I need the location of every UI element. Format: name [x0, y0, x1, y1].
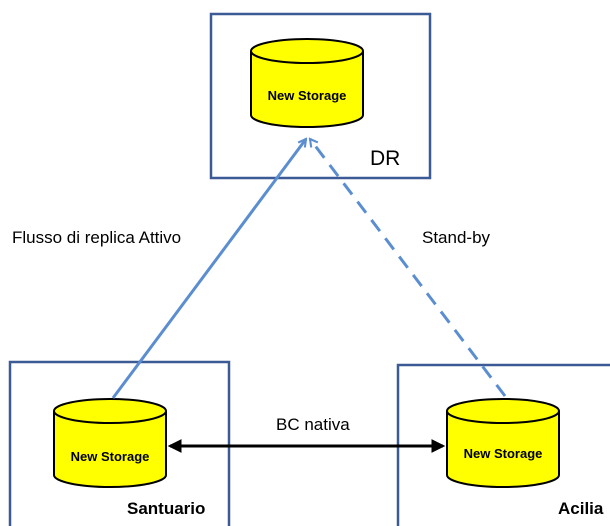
storage-dr: New Storage: [250, 38, 364, 128]
site-santuario-label: Santuario: [127, 499, 205, 518]
standby-label: Stand-by: [422, 228, 491, 247]
storage-santuario-label: New Storage: [71, 449, 150, 464]
storage-santuario-body: [53, 411, 167, 488]
storage-dr-body: [250, 51, 364, 128]
native-bc-label: BC nativa: [276, 415, 350, 434]
site-acilia-label: Acilia: [558, 499, 604, 518]
storage-dr-top: [250, 38, 364, 64]
site-dr-label: DR: [370, 147, 400, 170]
storage-acilia-label: New Storage: [464, 446, 543, 461]
active-replication-label: Flusso di replica Attivo: [12, 228, 181, 247]
storage-acilia: New Storage: [446, 398, 560, 488]
storage-santuario-top: [53, 398, 167, 424]
storage-acilia-body: [446, 411, 560, 488]
active-replication-arrow: [111, 139, 306, 399]
standby-arrow: [310, 139, 507, 397]
storage-santuario: New Storage: [53, 398, 167, 488]
storage-acilia-top: [446, 398, 560, 424]
storage-dr-label: New Storage: [268, 88, 347, 103]
